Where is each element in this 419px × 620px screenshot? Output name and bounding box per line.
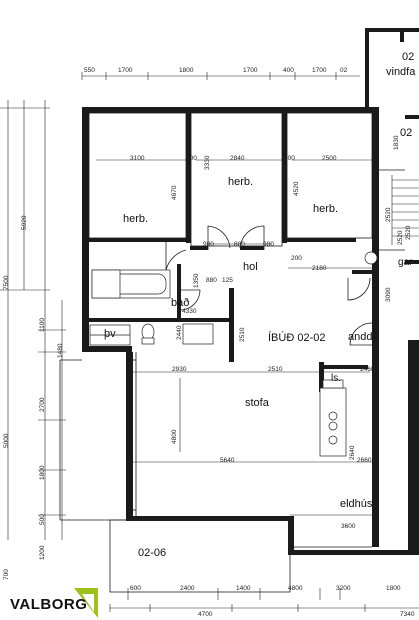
dim-top-1: 1700 — [118, 67, 133, 74]
dim-herb-1: 100 — [186, 155, 197, 162]
dim-left-2: 1100 — [39, 318, 46, 332]
dim-hol-vert-3: 2520 — [397, 230, 404, 245]
unit-02-06: 02-06 — [138, 547, 167, 559]
dim-hol-3: 200 — [291, 255, 302, 262]
dim-right-2: 3090 — [385, 287, 392, 302]
dim-hol-vert-1: 2510 — [239, 327, 246, 342]
room-vindfang: vindfa — [386, 66, 416, 78]
kitchen-counter — [319, 379, 347, 457]
dim-herb-0: 3100 — [130, 155, 145, 162]
room-bv: þv — [104, 328, 116, 340]
dim-kitchen-1: 2660 — [357, 457, 372, 464]
dim-top-6: 02 — [340, 67, 348, 74]
logo-mark — [74, 588, 98, 618]
dim-bottom-4: 3200 — [336, 585, 351, 592]
room-stofa: stofa — [245, 397, 269, 409]
apartment-label: ÍBÚÐ 02-02 — [268, 332, 326, 344]
dim-stofa-2: 2460 — [360, 366, 375, 373]
dim-stofa-vert-1: 2640 — [349, 445, 356, 460]
dim-left-3: 1480 — [57, 343, 64, 358]
dim-herb-4: 2500 — [322, 155, 337, 162]
dim-bottom-0: 600 — [130, 585, 141, 592]
dim-herb-2: 2840 — [230, 155, 245, 162]
dim-bottom-2: 1400 — [236, 585, 251, 592]
dim-hol-0: 880 — [206, 277, 217, 284]
dim-left-1: 7500 — [3, 275, 10, 290]
dim-total-1: 7340 — [400, 611, 415, 618]
room-herb-middle: herb. — [228, 176, 254, 188]
dim-left-7: 500 — [39, 514, 46, 525]
dim-right-1: 2520 — [405, 225, 412, 240]
dim-left-9: 700 — [3, 569, 10, 580]
dim-right-0: 1830 — [393, 135, 400, 150]
dim-stofa-0: 2930 — [172, 366, 187, 373]
dim-total-0: 4700 — [198, 611, 213, 618]
room-eldhus: eldhús — [340, 498, 373, 510]
stair-lines — [391, 175, 419, 245]
walls — [82, 28, 419, 555]
dim-kitchen-0: 5640 — [220, 457, 235, 464]
dim-left-8: 1200 — [39, 545, 46, 560]
room-herb-right: herb. — [313, 203, 339, 215]
dim-door-1: 880 — [234, 241, 245, 248]
dim-hol-vert-4: 2440 — [176, 325, 183, 340]
dim-stofa-1: 2510 — [268, 366, 283, 373]
dim-left-6: 1800 — [39, 465, 46, 480]
dim-left-5: 5000 — [3, 433, 10, 448]
dim-hol-vert-2: 2520 — [385, 207, 392, 222]
dim-left-4: 2700 — [39, 397, 46, 412]
dimension-lines — [0, 72, 419, 612]
valborg-logo: VALBORG — [10, 596, 88, 613]
dim-top-0: 550 — [84, 67, 95, 74]
dim-stofa-vert-0: 4800 — [171, 429, 178, 444]
dim-hol-vert-0: 1350 — [193, 273, 200, 288]
circle-fixture — [364, 251, 378, 265]
balcony-outline — [109, 519, 291, 593]
dim-bottom-5: 1800 — [386, 585, 401, 592]
room-andd: andd. — [348, 331, 376, 343]
dim-herb-vert-2: 4520 — [293, 181, 300, 196]
bath-fixtures — [89, 269, 214, 346]
room-gar: gar — [398, 257, 413, 268]
dim-hol-4: 4330 — [182, 308, 197, 315]
dim-herb-vert-0: 4670 — [171, 185, 178, 200]
dim-bottom-1: 2400 — [180, 585, 195, 592]
dim-top-4: 400 — [283, 67, 294, 74]
room-herb-left: herb. — [123, 213, 149, 225]
unit-right-mid: 02 — [400, 127, 413, 139]
dim-herb-3: 100 — [284, 155, 295, 162]
dim-bottom-3: 4800 — [288, 585, 303, 592]
room-bad: bað — [171, 297, 190, 309]
dim-herb-vert-1: 3330 — [204, 155, 211, 170]
dim-top-3: 1700 — [243, 67, 258, 74]
dim-door-0: 980 — [203, 241, 214, 248]
room-hol: hol — [243, 261, 258, 273]
dim-eldhus: 3600 — [341, 523, 356, 530]
dim-hol-1: 125 — [222, 277, 233, 284]
dim-door-2: 980 — [263, 241, 274, 248]
dim-top-2: 1800 — [179, 67, 194, 74]
unit-top-right: 02 — [402, 51, 415, 63]
dim-hol-2: 2180 — [312, 265, 327, 272]
room-ls: ls. — [331, 373, 341, 384]
dim-left-0: 5920 — [21, 215, 28, 230]
dim-top-5: 1700 — [312, 67, 327, 74]
